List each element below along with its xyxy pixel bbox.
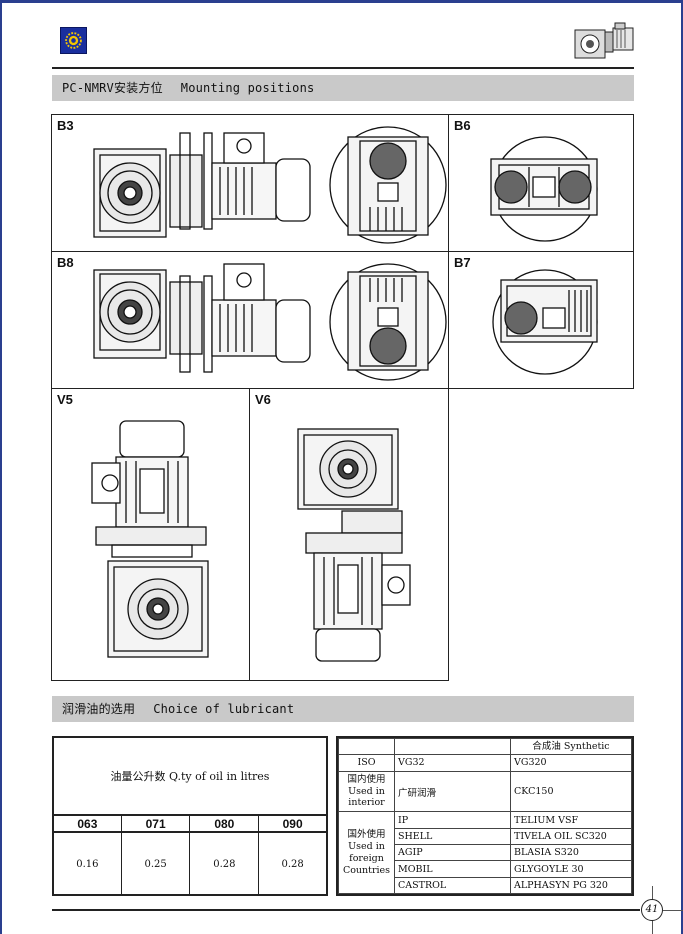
page-number: 41 xyxy=(641,899,663,921)
foreign-brand: CASTROL xyxy=(394,876,511,895)
iso-mineral: VG32 xyxy=(394,754,511,772)
heading-cn: 润滑油的选用 xyxy=(62,702,136,716)
position-b8: B8 xyxy=(51,251,449,389)
position-label: B7 xyxy=(454,255,471,270)
b3-drawing xyxy=(93,126,447,244)
size-header: 090 xyxy=(258,814,326,833)
foreign-product: ALPHASYN PG 320 xyxy=(510,876,632,895)
domestic-mineral: 广研润滑 xyxy=(394,770,511,813)
blank-cell xyxy=(394,737,511,756)
synthetic-header: 合成油 Synthetic xyxy=(510,737,632,756)
foreign-product: GLYGOYLE 30 xyxy=(510,860,632,878)
position-b6: B6 xyxy=(448,114,634,252)
size-header: 063 xyxy=(54,814,122,833)
position-b3: B3 xyxy=(51,114,449,252)
position-label: B3 xyxy=(57,118,74,133)
position-label: V6 xyxy=(255,392,271,407)
footer-rule xyxy=(52,909,640,911)
foreign-brand: SHELL xyxy=(394,827,511,846)
size-header: 080 xyxy=(189,814,260,833)
page-number-guide-horizontal xyxy=(663,910,683,911)
oil-quantity-cell: 0.28 xyxy=(189,832,260,895)
b6-drawing xyxy=(490,136,598,242)
foreign-product: TELIUM VSF xyxy=(510,811,632,829)
header-rule xyxy=(52,67,634,69)
oil-quantity-cell: 0.28 xyxy=(281,858,304,870)
lubricant-heading: 润滑油的选用 Choice of lubricant xyxy=(52,696,634,722)
b8-drawing xyxy=(93,263,447,381)
foreign-brand: IP xyxy=(394,811,511,829)
b7-drawing xyxy=(492,269,598,375)
oil-quantity-cell: 0.16 xyxy=(54,832,122,895)
page-frame-left xyxy=(0,0,2,934)
domestic-label: 国内使用 Used in interior xyxy=(338,770,395,813)
position-label: B8 xyxy=(57,255,74,270)
mounting-positions-heading: PC-NMRV安装方位 Mounting positions xyxy=(52,75,634,101)
heading-cn: PC-NMRV安装方位 xyxy=(62,81,163,95)
oil-quantity-table: 油量公升数 Q.ty of oil in litres 063 071 080 … xyxy=(52,736,328,896)
position-v6: V6 xyxy=(249,388,449,681)
gearmotor-product-icon xyxy=(574,22,634,59)
heading-en: Choice of lubricant xyxy=(153,702,295,716)
heading-en: Mounting positions xyxy=(180,81,315,95)
oil-quantity-cell: 0.25 xyxy=(121,832,191,895)
page-frame-top xyxy=(0,0,683,3)
company-logo xyxy=(60,27,87,54)
foreign-brand: MOBIL xyxy=(394,860,511,878)
v5-drawing xyxy=(91,420,209,658)
position-v5: V5 xyxy=(51,388,250,681)
foreign-brand: AGIP xyxy=(394,844,511,862)
oil-quantity-caption: 油量公升数 Q.ty of oil in litres xyxy=(110,770,270,783)
v6-drawing xyxy=(297,428,411,662)
lubricant-brand-table: 合成油 Synthetic ISO VG32 VG320 国内使用 Used i… xyxy=(336,736,634,896)
foreign-product: BLASIA S320 xyxy=(510,844,632,862)
mounting-positions-grid: B3 xyxy=(51,114,634,681)
foreign-label: 国外使用 Used in foreign Countries xyxy=(338,811,395,894)
blank-cell xyxy=(338,737,395,756)
foreign-product: TIVELA OIL SC320 xyxy=(510,827,632,846)
position-label: V5 xyxy=(57,392,73,407)
domestic-synthetic: CKC150 xyxy=(510,770,632,813)
page-frame-right xyxy=(681,0,683,934)
size-header: 071 xyxy=(121,814,191,833)
position-b7: B7 xyxy=(448,251,634,389)
iso-label: ISO xyxy=(338,754,395,772)
position-label: B6 xyxy=(454,118,471,133)
iso-synthetic: VG320 xyxy=(510,754,632,772)
